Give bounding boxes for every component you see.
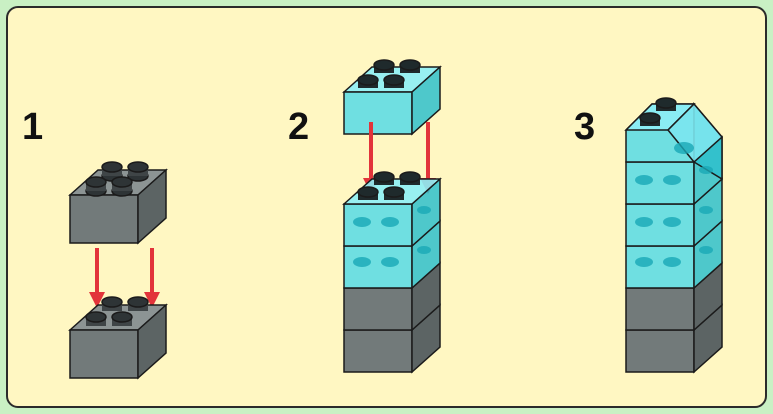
step-1-illustration [68,161,168,380]
down-arrow-icon [363,122,436,194]
step-1-number: 1 [22,106,44,148]
down-arrow-icon [89,248,160,308]
step-3-number: 3 [574,106,596,148]
grey-2x2-brick-icon [68,161,168,245]
step-2-number: 2 [288,106,310,148]
step-3-illustration [624,97,724,374]
step-2-illustration [342,59,442,374]
trans-cyan-2x2-brick-icon [342,59,442,136]
grey-2x2-brick-icon [68,296,168,380]
brick-stack [624,97,724,374]
brick-stack [342,171,442,374]
